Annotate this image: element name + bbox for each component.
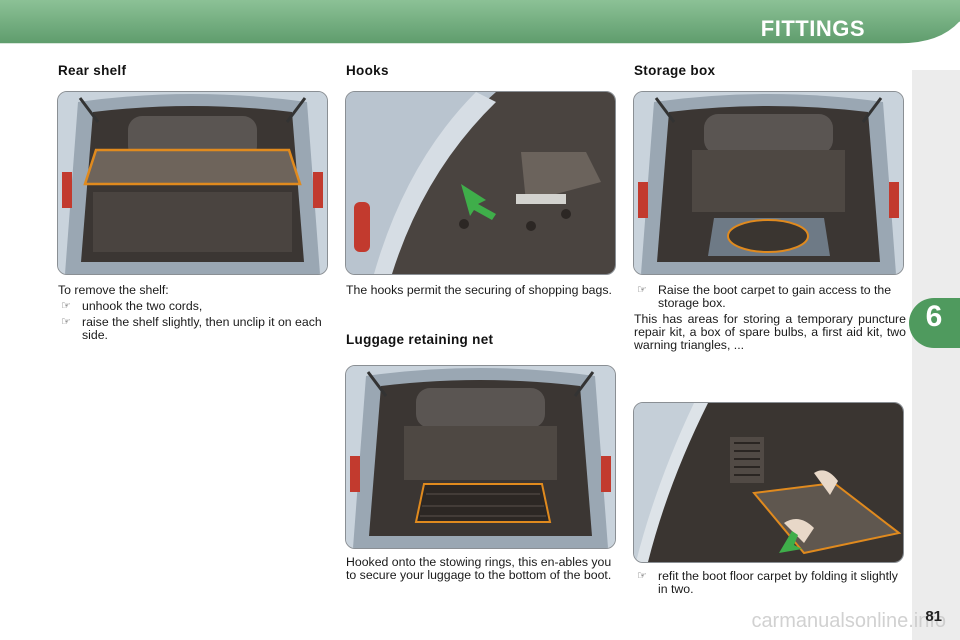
storage-box-photo [633, 91, 904, 275]
hand-pointer-icon: ☞ [61, 300, 71, 312]
storage-box-bullet: ☞ refit the boot floor carpet by folding… [637, 569, 898, 596]
rear-shelf-intro: To remove the shelf: [58, 283, 169, 297]
storage-box-description: This has areas for storing a temporary p… [634, 312, 906, 352]
page-number: 81 [925, 608, 942, 625]
luggage-net-heading: Luggage retaining net [346, 332, 494, 347]
hooks-heading: Hooks [346, 63, 389, 78]
storage-box-text: ☞ Raise the boot carpet to gain access t… [634, 284, 906, 352]
storage-box-heading: Storage box [634, 63, 716, 78]
side-strip [912, 70, 960, 640]
hand-pointer-icon: ☞ [637, 284, 647, 296]
header-background [0, 0, 960, 45]
hand-pointer-icon: ☞ [61, 316, 71, 328]
luggage-net-photo [345, 365, 616, 549]
watermark: carmanualsonline.info [751, 610, 946, 632]
header-bar: FITTINGS [0, 0, 960, 46]
rear-shelf-bullet: ☞ raise the shelf slightly, then unclip … [61, 315, 322, 342]
hooks-photo [345, 91, 616, 275]
rear-shelf-bullet: ☞ unhook the two cords, [61, 299, 203, 313]
rear-shelf-photo [57, 91, 328, 275]
chapter-number: 6 [925, 300, 943, 333]
storage-box-bullet: ☞ Raise the boot carpet to gain access t… [637, 283, 892, 310]
rear-shelf-text: To remove the shelf: ☞ unhook the two co… [58, 284, 328, 342]
chapter-tab [909, 298, 960, 348]
hand-pointer-icon: ☞ [637, 570, 647, 582]
rear-shelf-heading: Rear shelf [58, 63, 127, 78]
luggage-net-text: Hooked onto the stowing rings, this en-a… [346, 555, 612, 582]
boot-carpet-photo [633, 402, 904, 563]
storage-box-refit: ☞ refit the boot floor carpet by folding… [634, 570, 906, 596]
hooks-text: The hooks permit the securing of shoppin… [346, 283, 612, 297]
page-title: FITTINGS [760, 16, 865, 41]
